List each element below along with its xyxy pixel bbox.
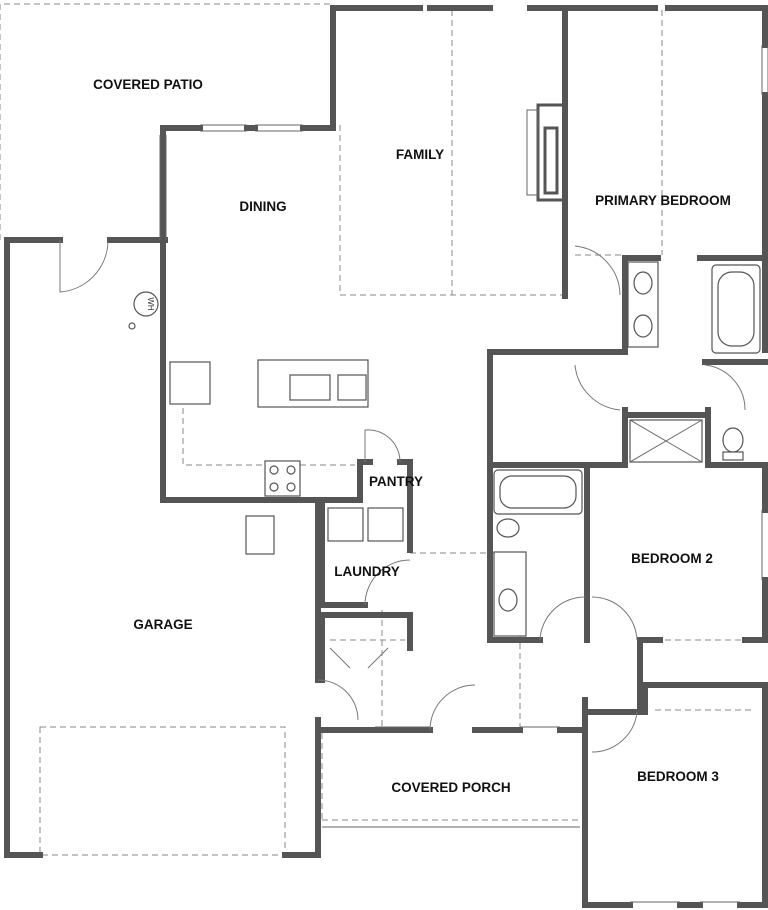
label-pantry: PANTRY	[369, 474, 423, 489]
label-covered-porch: COVERED PORCH	[391, 780, 510, 795]
windows	[159, 45, 768, 903]
room-labels: COVERED PATIO FAMILY DINING PRIMARY BEDR…	[93, 77, 731, 795]
water-heater-icon	[133, 291, 159, 317]
label-garage: GARAGE	[133, 617, 192, 632]
label-laundry: LAUNDRY	[334, 564, 400, 579]
walls	[4, 5, 768, 908]
label-family: FAMILY	[396, 147, 444, 162]
label-dining: DINING	[239, 199, 286, 214]
dashed-lines	[0, 3, 755, 856]
fixtures	[128, 261, 761, 637]
door-swings	[59, 240, 746, 753]
label-bedroom-2: BEDROOM 2	[631, 551, 713, 566]
label-bedroom-3: BEDROOM 3	[637, 769, 719, 784]
label-covered-patio: COVERED PATIO	[93, 77, 203, 92]
label-water-heater: WH	[146, 297, 155, 311]
label-primary-bedroom: PRIMARY BEDROOM	[595, 193, 731, 208]
